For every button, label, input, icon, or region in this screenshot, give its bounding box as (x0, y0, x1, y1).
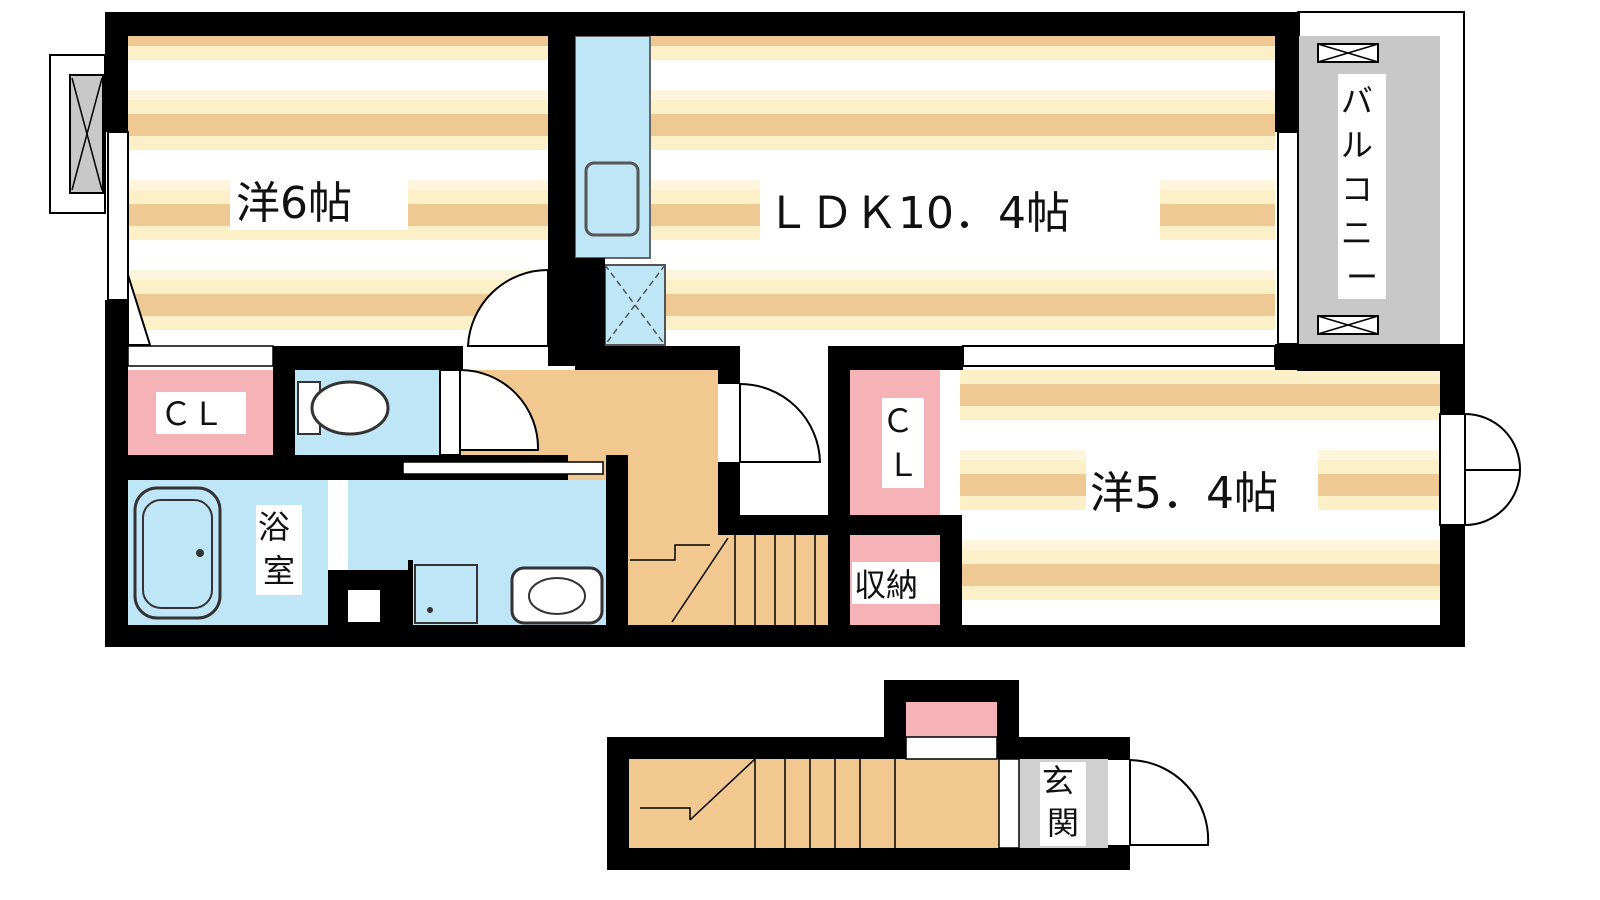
entrance-label: 玄 関 (1042, 762, 1084, 842)
balcony-rail (1297, 11, 1465, 371)
entrance-char-2: 関 (1047, 804, 1079, 842)
door-swing-icon (127, 268, 1522, 846)
washer-icon (414, 564, 478, 624)
closet-left-label: ＣＬ (160, 395, 224, 433)
balcony-label-char-3: コ (1341, 170, 1373, 208)
bath-char-2: 室 (263, 552, 295, 590)
balcony-label-char-1: バ (1341, 82, 1373, 120)
balcony-label-char-4: ニ (1341, 214, 1373, 252)
ldk-sliding-window (962, 345, 1276, 367)
window-right (1277, 131, 1299, 345)
room-western-54-label: 洋5．4帖 (1090, 468, 1278, 519)
shoe-closet (906, 702, 997, 737)
stairs-upper-floor (628, 535, 828, 625)
closet-right-label: Ｃ Ｌ (882, 402, 924, 484)
bathtub-icon (133, 486, 222, 620)
balcony-label-char-5: ー (1346, 258, 1378, 296)
closet-right-char-1: Ｃ (882, 402, 914, 440)
room-ldk-label: ＬＤＫ10．4帖 (766, 188, 1070, 239)
storage-label: 収納 (854, 566, 918, 604)
walls (105, 12, 1465, 870)
sink-icon (510, 566, 604, 625)
balcony-label-char-2: ル (1341, 126, 1373, 164)
stairs-icon (629, 535, 999, 848)
cooktop-icon (584, 161, 640, 237)
balcony-label: バ ル コ ニ ー (1341, 82, 1383, 296)
entrance-char-1: 玄 (1042, 762, 1074, 800)
closet-right-char-2: Ｌ (887, 446, 919, 484)
bath-label: 浴 室 (258, 508, 300, 590)
bath-char-1: 浴 (258, 508, 290, 546)
room-western-6-label: 洋6帖 (236, 178, 352, 229)
